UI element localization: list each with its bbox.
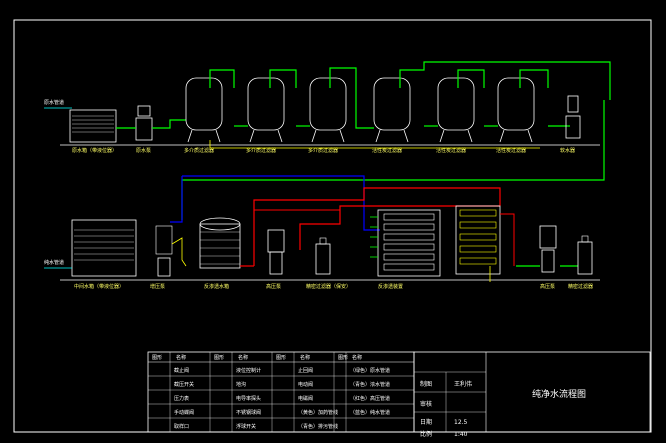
pure-water-tank <box>199 217 241 269</box>
legend-cell: （青色）排污管线 <box>298 423 338 430</box>
raw-water-tank <box>69 109 117 143</box>
legend-header: 图形 <box>338 354 348 361</box>
legend-cell: 电磁阀 <box>298 395 313 402</box>
legend-header: 图形 <box>214 354 224 361</box>
title-block <box>413 351 651 433</box>
filter-vessel: 活性炭过滤器 <box>372 77 411 154</box>
middle-tank <box>71 219 137 277</box>
raw-pump <box>135 105 153 141</box>
legend-cell: 电动阀 <box>298 381 313 388</box>
legend-cell: 压力表 <box>174 395 189 402</box>
filter-vessel: 多介质过滤器 <box>246 77 285 154</box>
raw-tank-label: 原水箱（带液位器） <box>72 147 117 154</box>
date-value: 12.5 <box>454 419 468 426</box>
pure-inlet-label: 纯水管道 <box>44 259 64 266</box>
filter-vessel: 活性炭过滤器 <box>436 77 475 154</box>
filter-label: 多介质过滤器 <box>184 147 214 154</box>
legend-cell: （蓝色）纯水管道 <box>350 409 390 416</box>
legend-cell: 手动蝶阀 <box>174 409 194 416</box>
filter-label: 多介质过滤器 <box>308 147 338 154</box>
filter-vessel: 活性炭过滤器 <box>496 77 535 154</box>
hp-pump-label: 高压泵 <box>266 283 281 290</box>
legend-header: 名称 <box>238 354 248 361</box>
legend-cell: 地沟 <box>236 381 246 388</box>
softener <box>565 95 581 139</box>
booster-pump-label: 增压泵 <box>150 283 165 290</box>
filter-label: 活性炭过滤器 <box>372 147 402 154</box>
legend-header: 名称 <box>300 354 310 361</box>
ro-unit-2 <box>455 205 501 275</box>
legend-cell: 液位控制计 <box>236 367 261 374</box>
legend-cell: 取样口 <box>174 423 189 430</box>
precision-filter-2 <box>577 235 593 275</box>
filter-label: 活性炭过滤器 <box>436 147 466 154</box>
check-label: 审核 <box>420 400 432 408</box>
legend-cell: （青色）浓水管道 <box>350 381 390 388</box>
filter-label: 活性炭过滤器 <box>496 147 526 154</box>
booster-pump <box>155 225 173 277</box>
legend-cell: （绿色）原水管道 <box>350 367 390 374</box>
drawn-value: 王利伟 <box>454 380 472 388</box>
legend-header: 图形 <box>276 354 286 361</box>
legend-header: 名称 <box>176 354 186 361</box>
hp-pump-2-label: 高压泵 <box>540 283 555 290</box>
scale-value: 1:40 <box>454 431 468 438</box>
pure-tank-label: 反渗透水箱 <box>204 283 229 290</box>
legend-cell: 电导率探头 <box>236 395 261 402</box>
mid-tank-label: 中间水箱（带液位器） <box>74 283 124 290</box>
precision-filter <box>315 237 331 275</box>
precision-filter-2-label: 精密过滤器 <box>568 283 593 290</box>
filter-vessel: 多介质过滤器 <box>184 77 223 154</box>
date-label: 日期 <box>420 418 432 426</box>
legend-text: 图形名称图形名称图形名称图形名称截止阀液位控制计止回阀（绿色）原水管道截压开关地… <box>152 354 390 430</box>
legend-cell: 浮球开关 <box>236 423 256 430</box>
legend-cell: （红色）高压管道 <box>350 395 390 402</box>
legend-cell: （黄色）加药管线 <box>298 409 338 416</box>
legend-cell: 截压开关 <box>174 381 194 388</box>
filter-vessel: 多介质过滤器 <box>308 77 347 154</box>
ro-label: 反渗透装置 <box>378 283 403 290</box>
hp-pump-2 <box>539 225 557 273</box>
ro-unit <box>370 209 441 277</box>
legend-header: 名称 <box>352 354 362 361</box>
hp-pump <box>267 229 285 275</box>
filter-group: 多介质过滤器 多介质过滤器 多介质过滤器 活性炭过滤器 活性炭过滤器 活性炭过滤器 <box>184 77 535 154</box>
drawn-label: 制图 <box>420 380 432 388</box>
raw-pump-label: 原水泵 <box>136 147 151 154</box>
legend-table <box>147 351 415 433</box>
legend-cell: 截止阀 <box>174 367 189 374</box>
softener-label: 软水器 <box>560 147 575 154</box>
legend-cell: 不锈钢球阀 <box>236 409 261 416</box>
legend-cell: 止回阀 <box>298 367 313 374</box>
legend-header: 图形 <box>152 354 162 361</box>
scale-label: 比例 <box>420 430 432 438</box>
filter-label: 多介质过滤器 <box>246 147 276 154</box>
drawing-title: 纯净水流程图 <box>532 388 586 400</box>
precision-filter-label: 精密过滤器（保安） <box>306 283 351 290</box>
raw-inlet-label: 原水管道 <box>44 99 64 106</box>
